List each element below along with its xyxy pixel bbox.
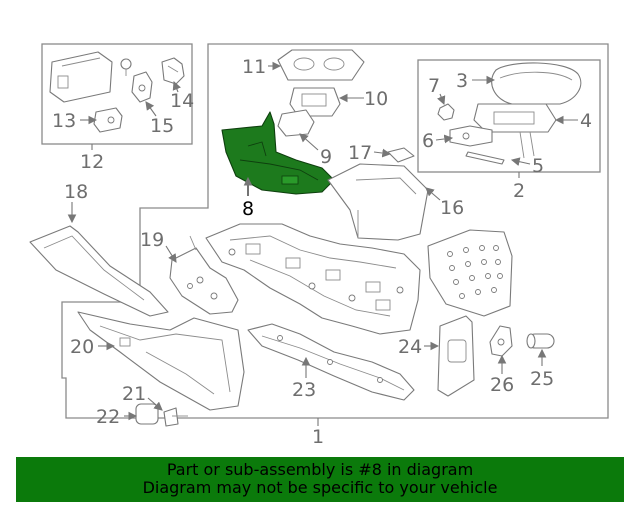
leader-5 <box>510 157 531 166</box>
leader-16 <box>425 187 441 201</box>
callout-5: 5 <box>532 155 544 177</box>
part-25-plug <box>526 333 555 349</box>
callout-18: 18 <box>64 181 88 203</box>
part-16-storage-bin <box>327 163 429 241</box>
callout-15: 15 <box>150 115 174 137</box>
callout-13: 13 <box>52 110 76 132</box>
main-assembly-frame <box>61 43 609 419</box>
part-21-screw <box>163 407 188 427</box>
part-22-clip <box>135 403 159 425</box>
part-9-pad <box>277 109 315 137</box>
banner-line-disclaimer: Diagram may not be specific to your vehi… <box>142 478 498 497</box>
callout-3: 3 <box>456 70 468 92</box>
callout-25: 25 <box>530 368 554 390</box>
callout-9: 9 <box>320 146 332 168</box>
part-7-clip <box>437 103 455 121</box>
callout-2: 2 <box>513 180 525 202</box>
part-14-connector <box>161 57 185 85</box>
info-banner: Part or sub-assembly is #8 in diagram Di… <box>16 457 624 502</box>
part-11-cup-trim <box>277 49 365 81</box>
callout-21: 21 <box>122 383 146 405</box>
callout-22: 22 <box>96 406 120 428</box>
callout-7: 7 <box>428 75 440 97</box>
callout-8: 8 <box>242 198 254 220</box>
callout-6: 6 <box>422 130 434 152</box>
part-5-rod <box>465 151 505 165</box>
part-23-lower-bracket <box>247 323 415 401</box>
part-8-console-trim-highlighted[interactable] <box>221 111 335 195</box>
part-13-switch <box>93 107 123 133</box>
callout-1: 1 <box>312 426 324 448</box>
callout-20: 20 <box>70 336 94 358</box>
callout-16: 16 <box>440 197 464 219</box>
leader-19 <box>165 245 177 263</box>
part-3-armrest-lid <box>491 62 582 105</box>
callout-14: 14 <box>170 90 194 112</box>
group-12-frame <box>41 43 193 145</box>
leader-9 <box>299 133 319 151</box>
part-12-switch-plate <box>49 51 113 103</box>
callout-24: 24 <box>398 336 422 358</box>
callout-26: 26 <box>490 374 514 396</box>
callout-23: 23 <box>292 379 316 401</box>
exploded-parts-diagram: 1 2 3 4 5 6 7 8 9 10 11 12 13 14 15 16 1… <box>29 43 609 448</box>
group-2-frame <box>417 59 601 173</box>
part-12-pushpin <box>120 58 132 76</box>
part-rear-panel <box>427 229 513 317</box>
part-20-lower-side-panel <box>77 311 245 411</box>
callout-17: 17 <box>348 142 372 164</box>
leader-15 <box>145 101 157 117</box>
callout-10: 10 <box>364 88 388 110</box>
part-18-side-trim <box>29 225 169 317</box>
part-24-end-panel <box>437 315 475 397</box>
part-19-shifter-bracket <box>169 235 239 315</box>
part-4-lid-frame <box>473 103 557 159</box>
leader-21 <box>147 397 163 411</box>
callout-11: 11 <box>242 56 266 78</box>
part-17-pad <box>387 147 415 163</box>
console-frame-assembly <box>205 223 421 335</box>
leader-17 <box>373 148 392 158</box>
banner-line-part-number: Part or sub-assembly is #8 in diagram <box>166 460 474 479</box>
leader-14 <box>172 80 181 93</box>
part-15-bracket <box>131 71 153 103</box>
callout-12: 12 <box>80 151 104 173</box>
callout-19: 19 <box>140 229 164 251</box>
part-6-latch <box>449 125 493 147</box>
callout-4: 4 <box>580 110 592 132</box>
part-10-insert <box>289 87 341 117</box>
part-26-clip <box>489 325 513 357</box>
leader-7 <box>437 93 446 106</box>
leader-6 <box>435 134 454 144</box>
